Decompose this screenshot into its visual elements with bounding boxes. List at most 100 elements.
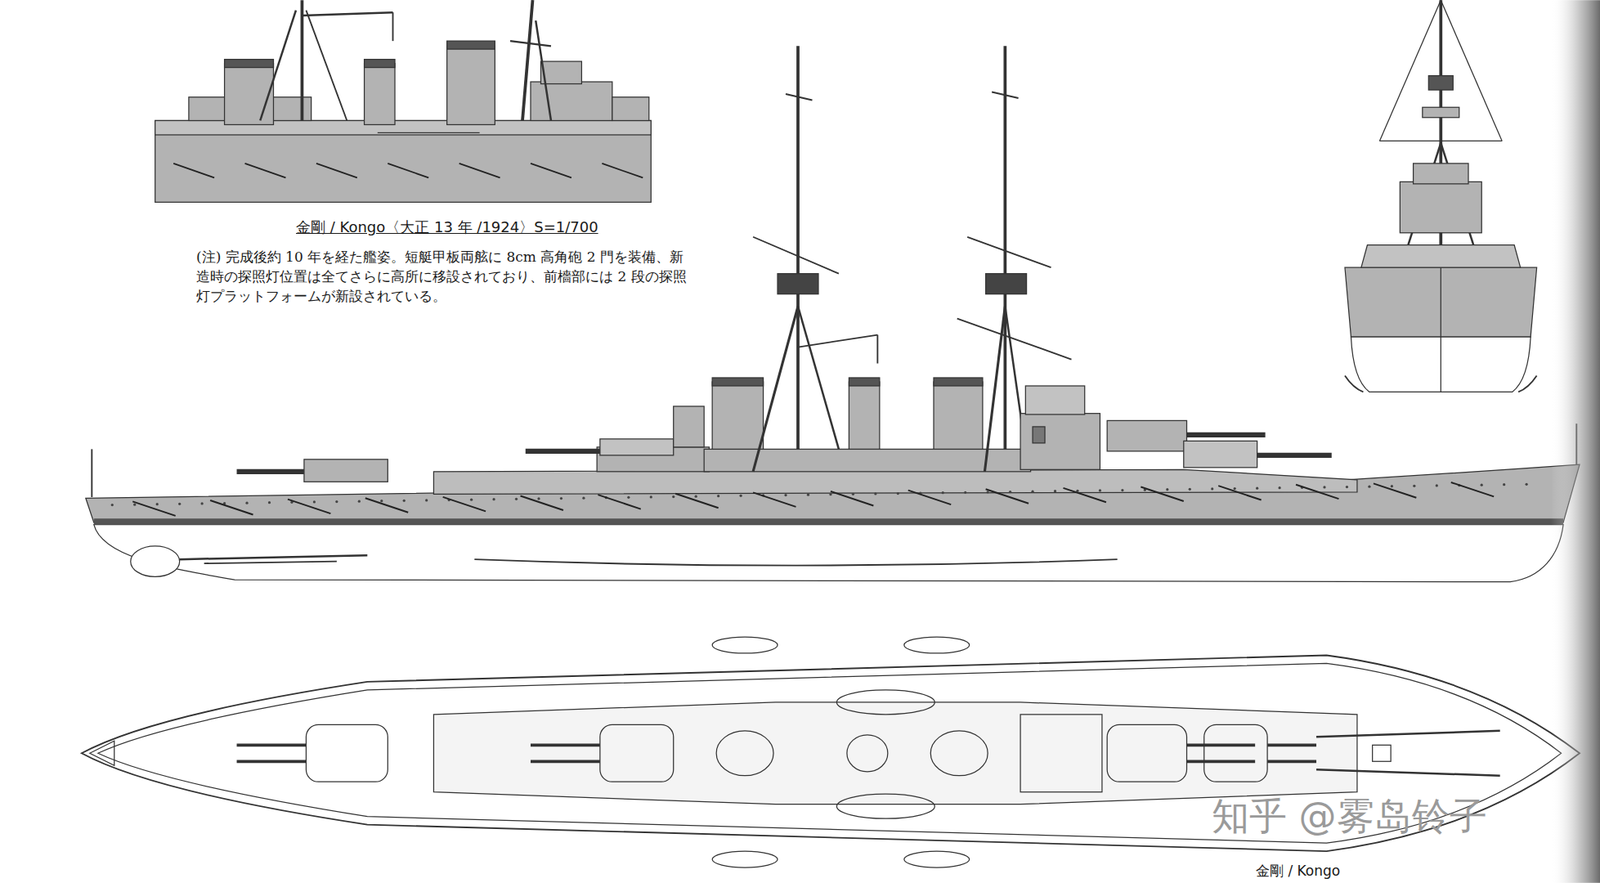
porthole — [1165, 488, 1169, 491]
porthole — [941, 491, 945, 494]
porthole — [1098, 488, 1102, 492]
armor-line — [601, 163, 643, 178]
armor-line — [597, 494, 641, 509]
side-profile-part — [237, 469, 305, 475]
porthole — [245, 501, 248, 505]
porthole — [156, 502, 159, 506]
inset-profile-part — [447, 45, 496, 125]
porthole — [1277, 486, 1281, 489]
plan-view-part — [530, 759, 601, 763]
side-profile-part — [1003, 45, 1007, 449]
porthole — [1255, 487, 1259, 490]
side-profile-part — [1025, 385, 1085, 415]
porthole — [672, 495, 675, 498]
side-profile-part — [179, 555, 368, 560]
bow-view-part — [1413, 163, 1469, 184]
plan-view-part — [1372, 744, 1391, 762]
porthole — [178, 502, 181, 506]
porthole — [560, 497, 563, 500]
porthole — [649, 495, 653, 498]
side-profile-part — [1257, 452, 1332, 458]
porthole — [851, 492, 855, 496]
plan-view-part — [712, 636, 778, 654]
plan-view-part — [89, 740, 115, 766]
side-profile-part — [752, 237, 839, 274]
figure-note: (注) 完成後約 10 年を経た艦姿。短艇甲板両舷に 8cm 高角砲 2 門を装… — [196, 246, 687, 306]
bow-view-part — [1440, 267, 1442, 392]
inset-profile-part — [364, 59, 395, 68]
inset-profile-part — [530, 81, 613, 121]
side-profile-part — [525, 448, 601, 454]
porthole — [1502, 483, 1506, 486]
porthole — [403, 499, 406, 502]
porthole — [717, 494, 720, 498]
side-profile-part — [712, 377, 763, 386]
side-profile-part — [848, 377, 879, 386]
plan-view-part — [81, 654, 1580, 852]
porthole — [1188, 488, 1192, 491]
porthole — [1233, 487, 1237, 490]
porthole — [1322, 485, 1326, 489]
side-profile-part — [1183, 440, 1258, 467]
inset-profile-part — [447, 40, 496, 50]
inset-profile-part — [535, 20, 552, 121]
side-profile-part — [94, 524, 1564, 583]
bow-view-part — [1361, 245, 1521, 268]
armor-line — [1140, 486, 1184, 501]
plan-view-part — [847, 735, 888, 772]
bow-view-part — [1379, 140, 1502, 142]
plan-view-part — [1187, 759, 1256, 763]
figure-title: 金剛 / Kongo — [1255, 861, 1341, 881]
side-profile-part — [1020, 413, 1100, 471]
porthole — [986, 490, 990, 493]
porthole — [200, 501, 203, 505]
side-profile-part — [304, 459, 388, 482]
plan-view-part — [305, 724, 388, 782]
plan-view-part — [904, 636, 970, 654]
watermark: 知乎 @雾岛铃子 — [1211, 791, 1488, 843]
porthole — [133, 503, 136, 507]
side-profile-part — [984, 306, 1005, 472]
side-profile-part — [433, 469, 1358, 494]
armor-line — [287, 499, 331, 514]
inset-profile-part — [155, 120, 652, 202]
inset-profile-part — [392, 12, 395, 41]
porthole — [425, 498, 428, 502]
bow-view-part — [1518, 375, 1537, 392]
armor-line — [316, 163, 358, 178]
side-profile-part — [933, 377, 983, 386]
armor-line — [173, 163, 215, 178]
armor-line — [530, 163, 572, 178]
porthole — [1525, 483, 1529, 486]
bow-view-part — [1422, 107, 1460, 117]
bow-view-part — [1379, 0, 1441, 141]
porthole — [784, 493, 787, 497]
inset-profile-part — [522, 0, 533, 121]
porthole — [492, 497, 495, 501]
inset-hatching — [173, 163, 643, 178]
porthole — [335, 500, 338, 503]
inset-profile-part — [612, 97, 650, 122]
porthole — [1412, 484, 1416, 488]
armor-line — [908, 490, 951, 505]
inset-profile-part — [301, 12, 393, 16]
armor-line — [830, 491, 874, 506]
plan-view-part — [930, 730, 988, 776]
side-profile-part — [752, 306, 798, 472]
side-profile-part — [1032, 426, 1045, 444]
plan-view-part — [1187, 743, 1256, 747]
side-profile-part — [785, 94, 812, 100]
armor-line — [1295, 484, 1339, 499]
inset-profile-part — [305, 10, 347, 122]
plan-view-part — [1204, 724, 1268, 782]
side-profile-part — [848, 381, 879, 449]
side-profile-part — [797, 335, 878, 348]
side-profile-part — [1107, 420, 1187, 451]
porthole — [1480, 484, 1484, 487]
plan-view-part — [1316, 730, 1501, 737]
porthole — [806, 493, 810, 497]
armor-line — [459, 163, 501, 178]
armor-line — [1373, 483, 1417, 498]
plan-view — [81, 636, 1580, 868]
